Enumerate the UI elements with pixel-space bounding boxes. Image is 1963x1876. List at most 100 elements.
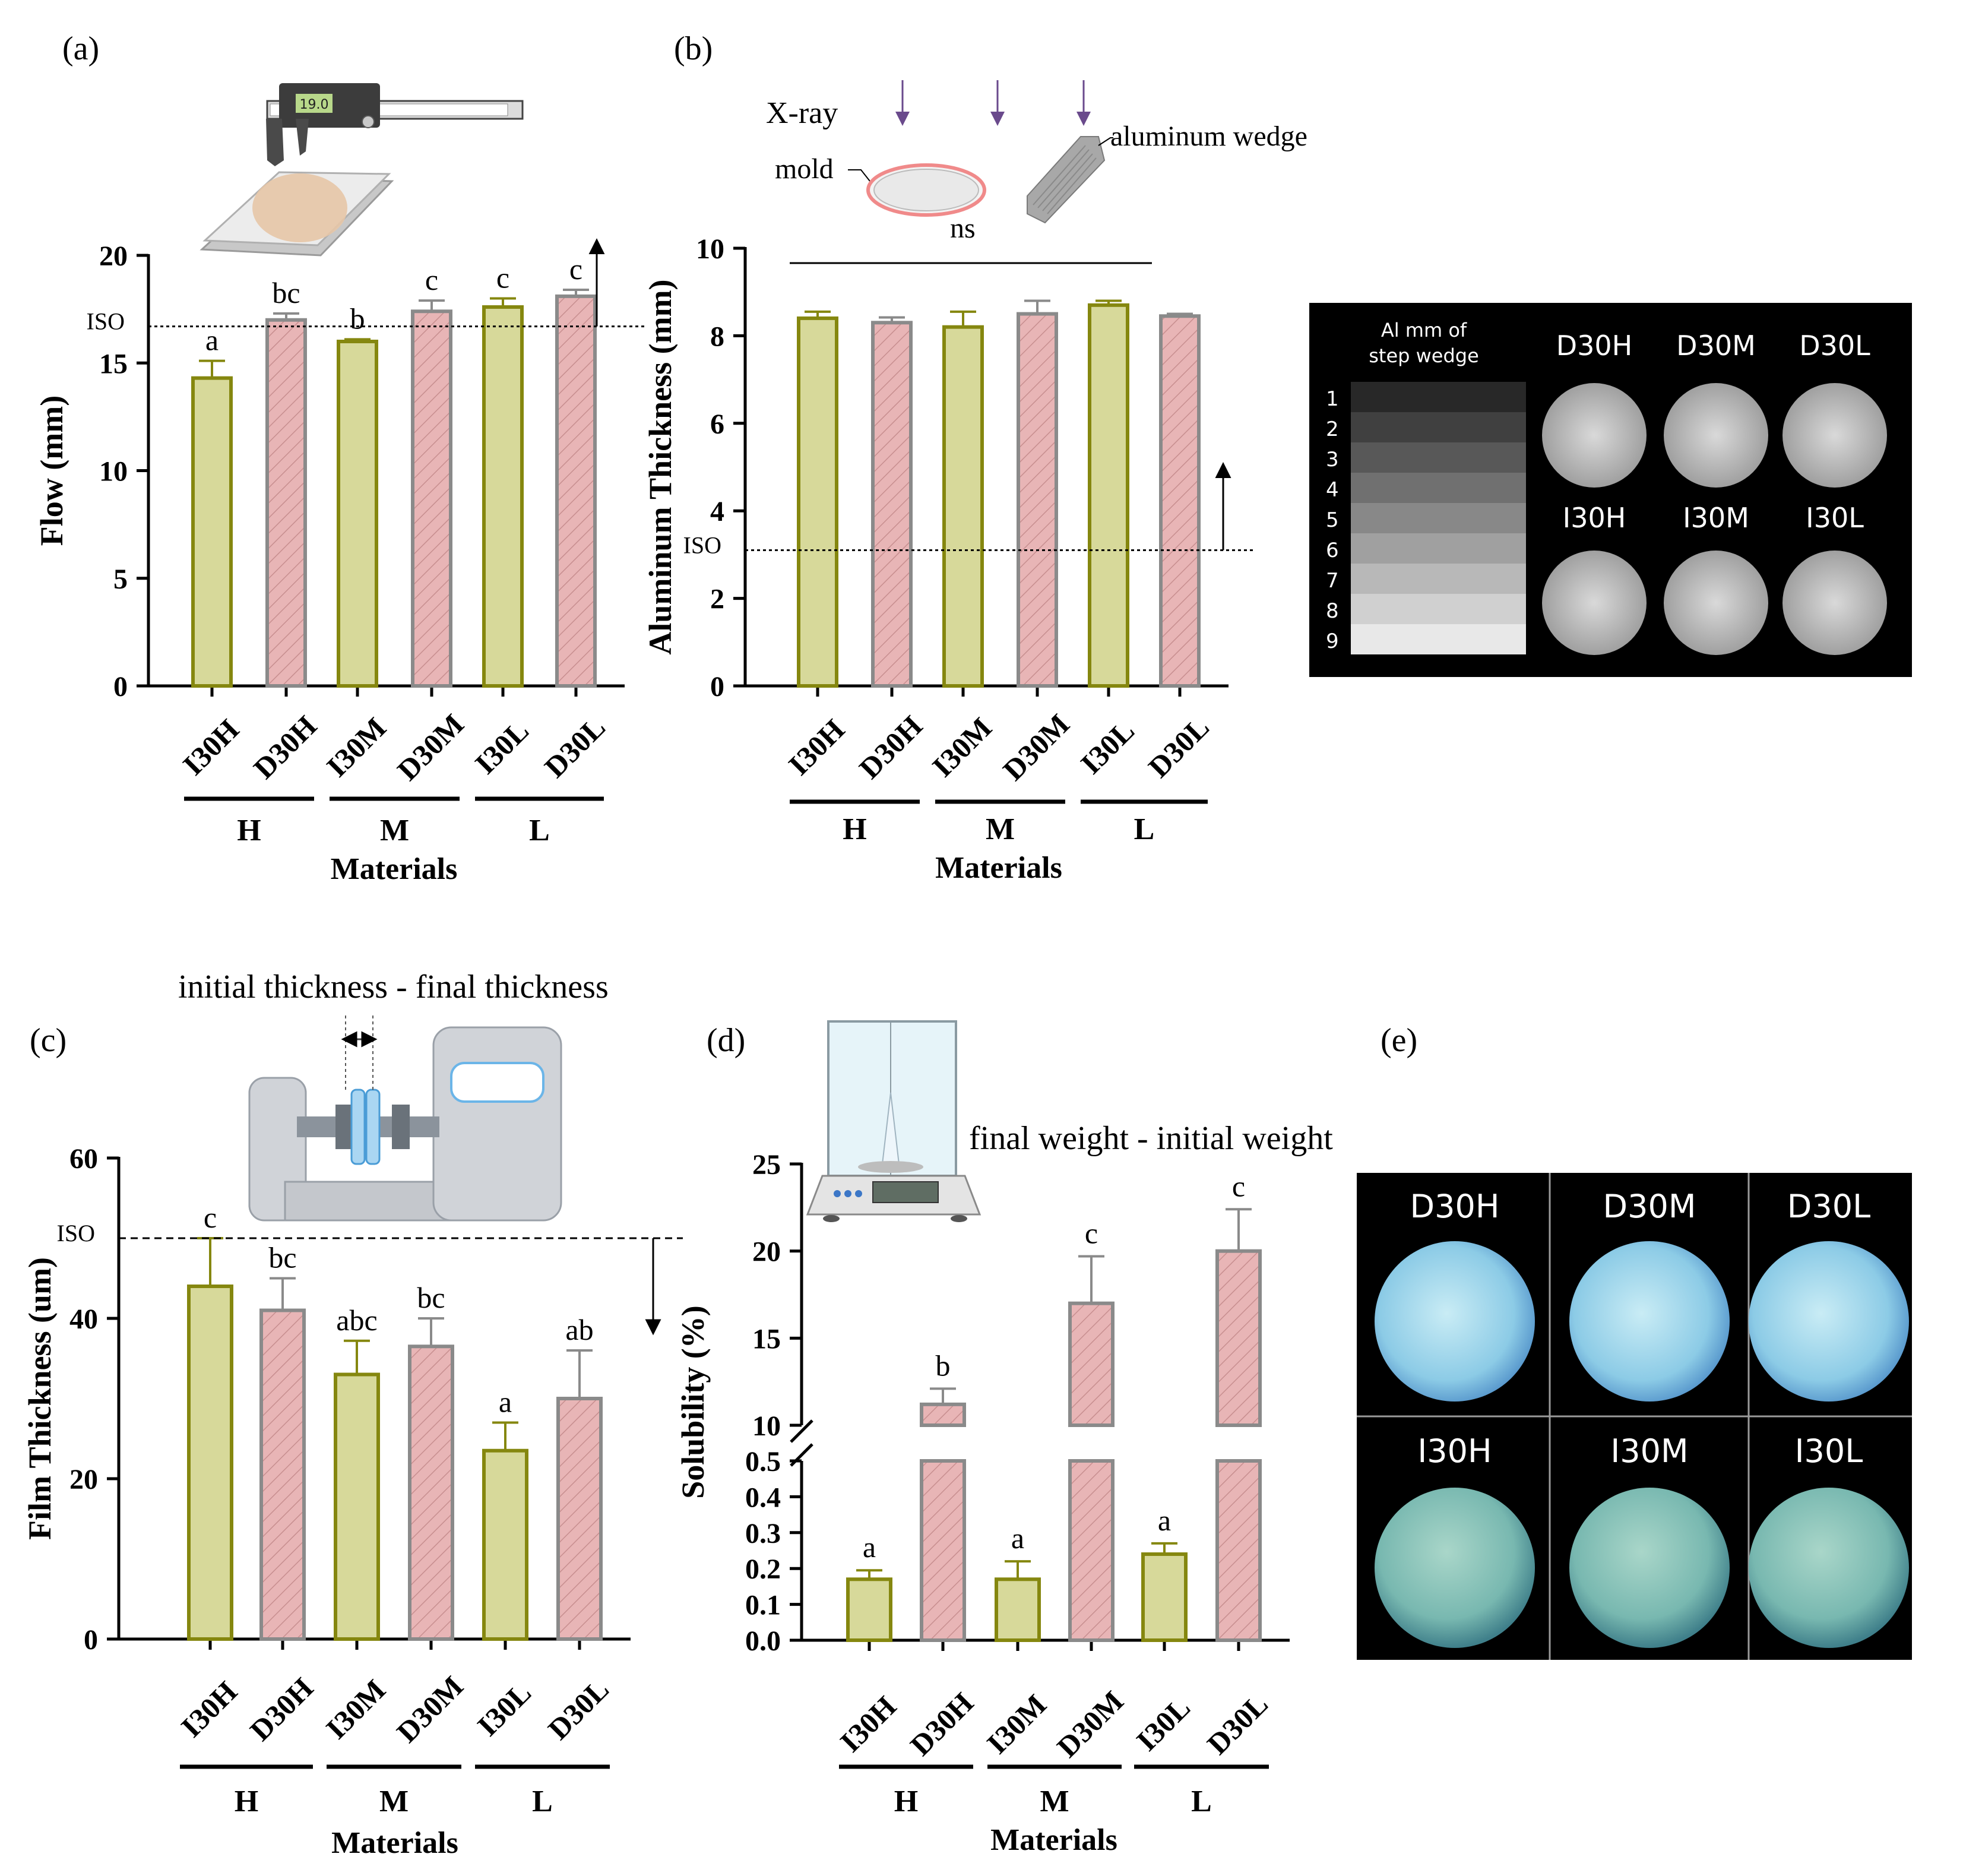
x-tick-label: D30M — [390, 1669, 470, 1749]
photo-disk-green — [1749, 1488, 1909, 1648]
panel-label-a: (a) — [62, 30, 99, 67]
y-tick-label: 40 — [69, 1304, 98, 1335]
photo-label-bottom: I30M — [1610, 1432, 1688, 1470]
x-axis-title: Materials — [331, 1826, 458, 1860]
xray-disk — [1664, 383, 1768, 488]
group-label: L — [1134, 812, 1155, 846]
wedge-label: aluminum wedge — [1110, 121, 1307, 152]
y-tick-label: 0 — [84, 1624, 98, 1656]
y-tick-label: 20 — [752, 1236, 781, 1268]
x-tick-label: D30H — [904, 1686, 980, 1762]
xray-disk — [1782, 383, 1887, 488]
y-axis-title: Solubility (%) — [675, 1305, 711, 1499]
x-axis-title: Materials — [935, 851, 1062, 885]
wedge-step-label: 5 — [1326, 508, 1339, 532]
panel-label-e: (e) — [1381, 1022, 1417, 1059]
bar-i30h — [187, 1285, 233, 1641]
x-tick-label: I30L — [468, 714, 535, 780]
x-axis-title: Materials — [331, 852, 458, 886]
xray-label-top: D30H — [1556, 330, 1633, 362]
x-tick-label: D30M — [1050, 1684, 1130, 1764]
bar-i30h — [191, 376, 233, 688]
x-tick-label: D30L — [1201, 1687, 1274, 1761]
photo-label-top: D30H — [1410, 1188, 1500, 1225]
y-tick-label: 5 — [113, 564, 128, 595]
group-label: M — [986, 812, 1015, 846]
y-tick-label: 10 — [99, 456, 128, 488]
wedge-step-label: 7 — [1326, 569, 1339, 593]
x-tick-label: D30M — [996, 707, 1076, 787]
wedge-step-label: 9 — [1326, 629, 1339, 653]
wedge-step — [1351, 594, 1526, 624]
bar-d30h — [265, 318, 307, 688]
x-tick-label: I30M — [320, 711, 392, 783]
photo-disk-green — [1569, 1488, 1730, 1648]
bar-d30h — [259, 1308, 306, 1641]
glass-plate-illustration — [200, 171, 394, 257]
xray-label-top: D30M — [1676, 330, 1756, 362]
wedge-step — [1351, 382, 1526, 412]
bar-d30l — [1159, 314, 1201, 688]
group-label: M — [379, 1785, 409, 1818]
significance-letter: c — [1232, 1169, 1245, 1203]
wedge-step — [1351, 473, 1526, 503]
y-axis-title: Flow (mm) — [34, 396, 69, 546]
y-tick-label: 20 — [69, 1464, 98, 1495]
y-tick-label: 25 — [752, 1149, 781, 1181]
xray-label-bottom: I30H — [1563, 502, 1626, 534]
bar-d30l — [1215, 1459, 1262, 1642]
bar-i30m — [995, 1577, 1041, 1643]
panel-label-b: (b) — [674, 30, 713, 67]
x-tick-label: D30H — [853, 709, 929, 785]
significance-letter: a — [1158, 1504, 1171, 1537]
bar-i30l — [1141, 1552, 1188, 1643]
wedge-step — [1351, 503, 1526, 533]
x-tick-label: D30L — [1142, 710, 1215, 784]
xray-illustration: X-ray mold aluminum wedge ns — [766, 80, 1307, 244]
y-tick-label: 20 — [99, 241, 128, 272]
x-tick-label: I30M — [980, 1688, 1053, 1760]
panel-label-c: (c) — [30, 1022, 67, 1059]
xray-disk — [1664, 551, 1768, 655]
bar-d30l — [556, 1397, 603, 1641]
significance-letter: abc — [336, 1304, 377, 1337]
xray-disk — [1542, 551, 1647, 655]
bar-i30m — [942, 325, 984, 688]
xray-label-bottom: I30L — [1806, 502, 1864, 534]
group-label: H — [235, 1785, 258, 1818]
wedge-step-label: 1 — [1326, 387, 1339, 411]
photo-disk-blue — [1375, 1241, 1535, 1402]
ns-label: ns — [950, 213, 976, 244]
y-tick-label: 10 — [696, 233, 724, 265]
significance-letter: bc — [417, 1281, 445, 1314]
wedge-step — [1351, 533, 1526, 564]
wedge-step-label: 3 — [1326, 448, 1339, 472]
significance-letter: a — [1011, 1521, 1024, 1555]
wedge-step-label: 4 — [1326, 478, 1339, 502]
caliper-display-text: 19.0 — [300, 97, 329, 112]
x-tick-label: D30L — [542, 1672, 615, 1746]
xray-label-bottom: I30M — [1683, 502, 1749, 534]
group-label: H — [894, 1785, 918, 1818]
y-tick-label: 15 — [99, 348, 128, 379]
wedge-step — [1351, 624, 1526, 654]
y-tick-label: 0.5 — [745, 1446, 781, 1478]
significance-letter: a — [499, 1385, 512, 1419]
group-label: M — [380, 814, 409, 847]
group-label: M — [1040, 1785, 1069, 1818]
bar-i30l — [482, 305, 524, 688]
y-tick-label: 2 — [710, 584, 724, 615]
significance-letter: b — [936, 1349, 951, 1382]
bar-d30m — [1017, 312, 1058, 688]
photo-disk-green — [1375, 1488, 1535, 1648]
photo-label-bottom: I30L — [1795, 1432, 1863, 1470]
bar-i30l — [482, 1448, 528, 1641]
x-axis-title: Materials — [990, 1823, 1117, 1857]
y-tick-label: 0.4 — [745, 1482, 781, 1513]
wedge-step-label: 8 — [1326, 599, 1339, 623]
